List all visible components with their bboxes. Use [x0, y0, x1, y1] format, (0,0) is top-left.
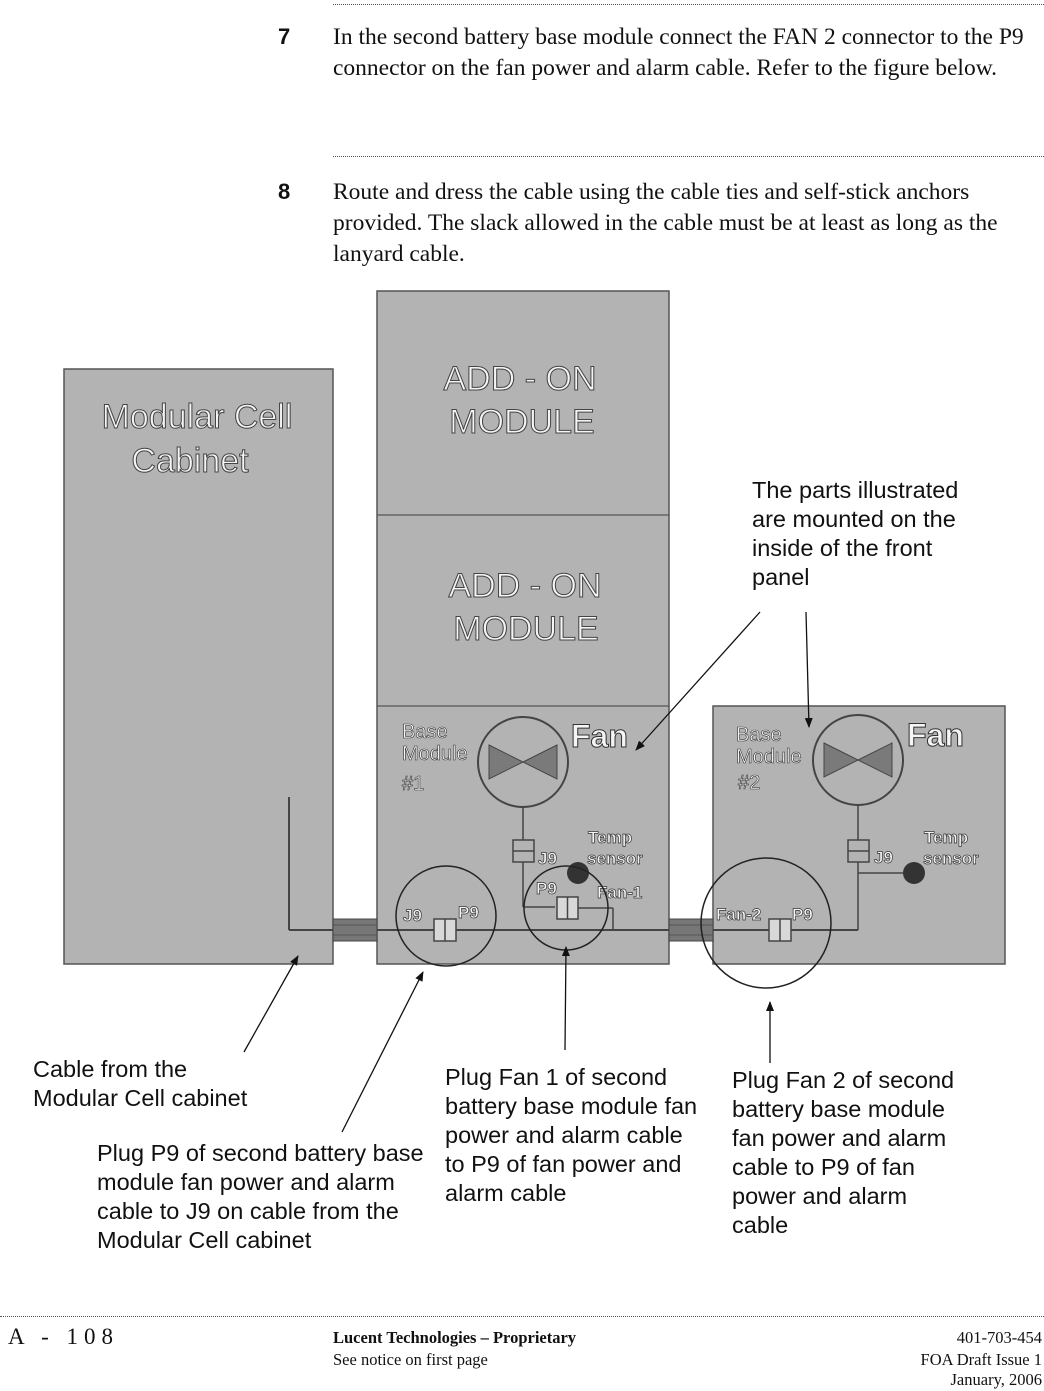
arrow-parts-fan2 — [804, 611, 813, 728]
step-7-text: In the second battery base module connec… — [333, 24, 1024, 81]
callout-fan1: Plug Fan 1 of second battery base module… — [445, 1064, 704, 1206]
footer-issue: FOA Draft Issue 1 — [920, 1350, 1042, 1369]
base1-line3: #1 — [402, 773, 424, 795]
callout-parts: The parts illustrated are mounted on the… — [752, 477, 965, 590]
footer-doc-number: 401-703-454 — [956, 1328, 1042, 1347]
step-7-number: 7 — [278, 24, 291, 49]
footer-divider — [0, 1316, 1044, 1317]
p9-label-cable: P9 — [458, 903, 479, 922]
base1-line2: Module — [402, 743, 468, 765]
fan2-connection-circle — [700, 857, 832, 989]
base2-line3: #2 — [738, 772, 760, 794]
arrow-fan1 — [561, 946, 570, 1051]
fan-2-label: Fan — [907, 717, 964, 753]
j9-p9-connection-circle — [395, 865, 497, 967]
base1-line1: Base — [402, 721, 448, 743]
addon-module-1-line2: MODULE — [449, 403, 594, 441]
callout-fan2: Plug Fan 2 of second battery base module… — [732, 1067, 961, 1238]
j9-label-cable: J9 — [403, 906, 422, 925]
footer-notice: See notice on first page — [333, 1350, 488, 1369]
fan-1-label: Fan — [571, 718, 628, 754]
base2-line1: Base — [736, 724, 782, 746]
fan2-connector-label: Fan-2 — [716, 905, 761, 924]
step-8-number: 8 — [278, 179, 291, 204]
addon-module-2-line1: ADD - ON — [449, 567, 602, 605]
addon-module-2-line2: MODULE — [453, 610, 598, 648]
base-module-2 — [712, 705, 1006, 965]
sensor-label-2: sensor — [923, 849, 979, 868]
footer-date: January, 2006 — [950, 1370, 1043, 1389]
cabinet-label-line2: Cabinet — [131, 442, 249, 480]
cabinet-label-line1: Modular Cell — [102, 398, 293, 436]
j9-label-2: J9 — [874, 848, 893, 867]
footer-company: Lucent Technologies – Proprietary — [333, 1328, 577, 1347]
cable-bridge-left — [332, 918, 378, 942]
step-8-text: Route and dress the cable using the cabl… — [333, 179, 998, 267]
top-divider — [333, 4, 1044, 5]
cabling-diagram: Modular Cell Cabinet ADD - ON MODULE ADD… — [33, 290, 1006, 1253]
j9-label-1: J9 — [538, 849, 557, 868]
arrow-cable — [243, 955, 299, 1053]
p9-label-fan2: P9 — [792, 905, 813, 924]
p9-label-fan1: P9 — [536, 879, 557, 898]
cable-bridge-right — [668, 918, 714, 942]
temp-label-1: Temp — [588, 828, 632, 847]
callout-cable: Cable from the Modular Cell cabinet — [33, 1056, 248, 1111]
temp-sensor-1 — [567, 862, 589, 884]
sensor-label-1: sensor — [587, 849, 643, 868]
addon-module-1-line1: ADD - ON — [444, 360, 597, 398]
fan1-connector-label: Fan-1 — [597, 883, 642, 902]
arrow-parts-fan1 — [635, 611, 761, 751]
base2-line2: Module — [736, 746, 802, 768]
arrow-p9 — [341, 971, 424, 1133]
temp-label-2: Temp — [924, 828, 968, 847]
temp-sensor-2 — [903, 862, 925, 884]
step-divider — [333, 156, 1044, 157]
callout-p9: Plug P9 of second battery base module fa… — [97, 1140, 430, 1253]
page-number: A - 108 — [8, 1324, 119, 1349]
